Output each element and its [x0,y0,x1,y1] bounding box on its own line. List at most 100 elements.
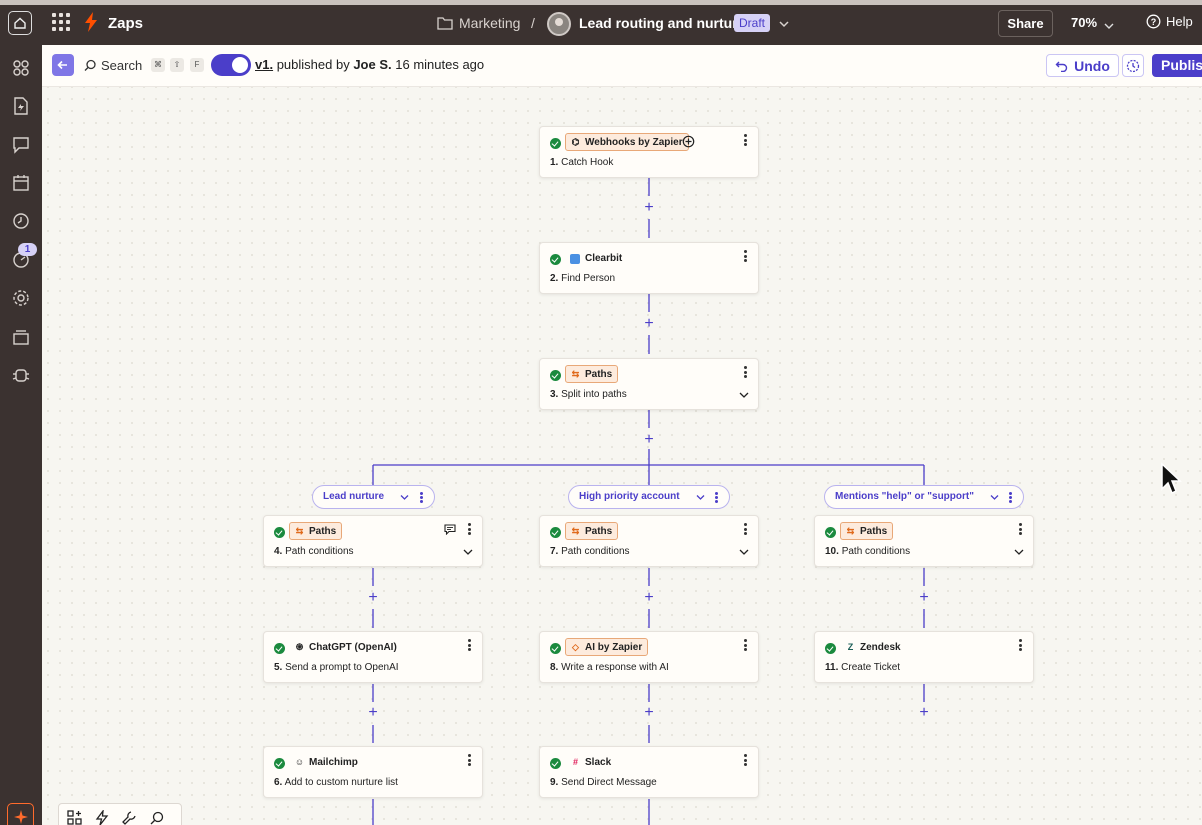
search-icon[interactable] [149,810,165,825]
avatar[interactable] [547,12,571,36]
zapier-agent-icon[interactable] [7,803,34,825]
step-card[interactable]: #Slack 9. Send Direct Message [539,746,759,798]
more-options-icon[interactable] [468,523,472,535]
path-name: Mentions "help" or "support" [835,491,974,502]
zapier-bolt-icon [84,12,98,37]
more-options-icon[interactable] [744,754,748,766]
zoom-level[interactable]: 70% [1071,15,1098,30]
add-step-button[interactable]: + [644,589,654,606]
path-label-pill[interactable]: Mentions "help" or "support" [824,485,1024,509]
step-card[interactable]: ◇AI by Zapier 8. Write a response with A… [539,631,759,683]
step-card[interactable]: Clearbit 2. Find Person [539,242,759,294]
step-title-text: Path conditions [285,546,354,557]
more-options-icon[interactable] [468,639,472,651]
more-options-icon[interactable] [468,754,472,766]
tables-icon[interactable] [11,327,31,347]
chevron-down-icon[interactable] [739,548,749,556]
step-card[interactable]: ☺Mailchimp 6. Add to custom nurture list [263,746,483,798]
add-step-button[interactable]: + [644,431,654,448]
breadcrumb-folder[interactable]: Marketing [459,15,521,31]
version-history-button[interactable] [1122,54,1144,77]
app-chip-label: Paths [585,526,613,537]
app-chip-label: Slack [585,757,612,768]
add-step-button[interactable]: + [368,704,378,721]
help-icon: ? [1146,14,1161,29]
bug-icon[interactable] [11,365,31,385]
success-check-icon [274,643,285,654]
share-button[interactable]: Share [998,10,1053,37]
chevron-down-icon[interactable] [463,548,473,556]
home-icon[interactable] [8,11,32,35]
add-step-button[interactable]: + [644,315,654,332]
help-button[interactable]: ? Help [1146,14,1193,29]
more-options-icon[interactable] [744,250,748,262]
add-step-button[interactable]: + [644,199,654,216]
settings-gear-icon[interactable] [11,288,31,308]
wrench-icon[interactable] [121,810,137,825]
version-link[interactable]: v1. [255,57,274,72]
chevron-down-icon[interactable] [696,494,705,501]
publish-button[interactable]: Publish [1152,54,1202,77]
add-trigger-icon[interactable] [682,135,695,148]
search-button[interactable]: Search [84,58,142,73]
chevron-down-icon[interactable] [400,494,409,501]
step-title-text: Catch Hook [561,157,614,168]
undo-button[interactable]: Undo [1046,54,1119,77]
more-options-icon[interactable] [744,639,748,651]
chevron-down-icon[interactable] [990,494,999,501]
step-card[interactable]: ֍ChatGPT (OpenAI) 5. Send a prompt to Op… [263,631,483,683]
dashboard-icon[interactable] [11,58,31,78]
step-title-text: Send a prompt to OpenAI [285,662,399,673]
bolt-icon[interactable] [95,810,109,825]
success-check-icon [550,138,561,149]
version-info: v1. published by Joe S. 16 minutes ago [255,57,484,72]
step-title-text: Find Person [561,273,616,284]
zap-name[interactable]: Lead routing and nurture [579,15,746,31]
app-chip: #Slack [565,753,617,771]
more-options-icon[interactable] [1019,523,1023,535]
history-icon[interactable] [11,211,31,231]
app-title[interactable]: Zaps [108,15,144,32]
editor-canvas[interactable]: Search ⌘ ⇧ F v1. published by Joe S. 16 … [42,45,1202,825]
more-options-icon[interactable] [744,366,748,378]
success-check-icon [550,527,561,538]
more-options-icon[interactable] [744,134,748,146]
chevron-down-icon[interactable] [1014,548,1024,556]
more-options-icon[interactable] [1009,492,1012,503]
step-title: 7. Path conditions [550,546,630,557]
app-chip: ⇆Paths [289,522,343,540]
app-chip-label: Clearbit [585,253,623,264]
more-options-icon[interactable] [744,523,748,535]
step-title-text: Write a response with AI [561,662,669,673]
back-button[interactable] [52,54,74,76]
add-step-button[interactable]: + [644,704,654,721]
step-card[interactable]: ⇆Paths 7. Path conditions [539,515,759,567]
calendar-icon[interactable] [11,173,31,193]
chevron-down-icon[interactable] [739,391,749,399]
step-title: 4. Path conditions [274,546,354,557]
clearbit-icon [570,254,580,264]
step-card[interactable]: ⇆Paths 4. Path conditions [263,515,483,567]
path-label-pill[interactable]: Lead nurture [312,485,435,509]
add-step-button[interactable]: + [919,589,929,606]
comment-icon[interactable] [444,524,456,535]
zap-on-off-toggle[interactable] [211,54,251,76]
chevron-down-icon[interactable] [1104,17,1114,35]
chat-icon[interactable] [11,135,31,155]
step-card[interactable]: ⌬Webhooks by Zapier 1. Catch Hook [539,126,759,178]
add-step-button[interactable]: + [368,589,378,606]
path-label-pill[interactable]: High priority account [568,485,730,509]
more-options-icon[interactable] [715,492,718,503]
step-card[interactable]: ⇆Paths 10. Path conditions [814,515,1034,567]
ai-icon: ◇ [572,642,579,652]
more-options-icon[interactable] [1019,639,1023,651]
add-apps-icon[interactable] [67,810,83,825]
more-options-icon[interactable] [420,492,423,503]
apps-grid-icon[interactable] [52,13,70,31]
add-step-button[interactable]: + [919,704,929,721]
left-sidebar: 1 [0,43,42,825]
step-card[interactable]: ⇆Paths 3. Split into paths [539,358,759,410]
zaps-file-icon[interactable] [11,96,31,116]
chevron-down-icon[interactable] [778,16,790,34]
